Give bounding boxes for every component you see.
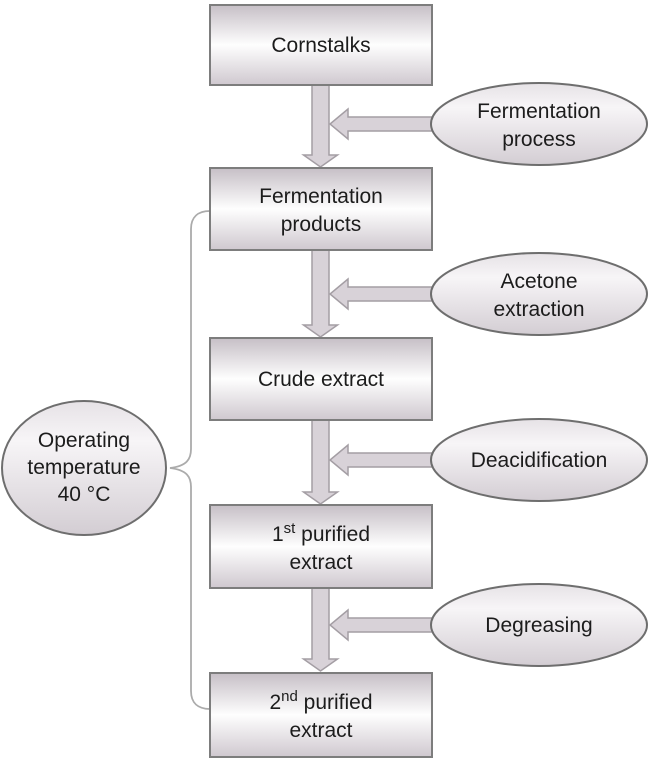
condition-ellipse-operating-temperature: Operating temperature 40 °C <box>1 400 167 536</box>
process-box-cornstalks: Cornstalks <box>209 4 433 86</box>
fermentation-process-ellipse-shape <box>430 82 648 166</box>
flow-arrow-4 <box>301 586 340 672</box>
fermentation-process-label-line1: Fermentation <box>477 100 601 123</box>
fermentation-products-label-line1: Fermentation <box>259 185 383 208</box>
process-box-fermentation-products: Fermentation products <box>209 167 433 251</box>
flow-arrow-1 <box>301 83 340 168</box>
degreasing-label: Degreasing <box>485 614 592 637</box>
input-ellipse-deacidification: Deacidification <box>430 418 648 502</box>
fermentation-products-box-shape <box>209 167 433 251</box>
input-ellipse-degreasing: Degreasing <box>430 583 648 667</box>
fermentation-products-label-line2: products <box>281 213 362 236</box>
operating-temperature-ellipse-shape <box>1 400 167 536</box>
process-box-second-purified-extract: 2nd purified extract <box>209 672 433 758</box>
operating-temperature-label-line2: temperature <box>27 456 140 479</box>
process-box-first-purified-extract: 1st purified extract <box>209 504 433 589</box>
acetone-extraction-label-line2: extraction <box>493 298 584 321</box>
input-arrow-fermentation-process <box>328 107 436 141</box>
acetone-extraction-label-line1: Acetone <box>500 270 577 293</box>
input-ellipse-acetone-extraction: Acetone extraction <box>430 252 648 336</box>
second-purified-extract-label-line1: 2nd purified <box>269 688 372 714</box>
input-arrow-acetone-extraction <box>328 277 436 311</box>
process-box-crude-extract: Crude extract <box>209 337 433 421</box>
deacidification-ellipse-shape <box>430 418 648 502</box>
operating-temperature-label-line1: Operating <box>38 429 130 452</box>
brace-connector <box>169 210 211 710</box>
flow-arrow-3 <box>301 418 340 505</box>
crude-extract-box-shape <box>209 337 433 421</box>
second-purified-extract-label-line2: extract <box>289 719 352 742</box>
cornstalks-box-shape <box>209 4 433 86</box>
cornstalks-label: Cornstalks <box>271 34 370 57</box>
degreasing-ellipse-shape <box>430 583 648 667</box>
deacidification-label: Deacidification <box>471 449 608 472</box>
operating-temperature-label-line3: 40 °C <box>58 483 111 506</box>
second-purified-extract-box-shape <box>209 672 433 758</box>
first-purified-extract-label-line1: 1st purified <box>272 520 370 546</box>
first-purified-extract-box-shape <box>209 504 433 589</box>
acetone-extraction-ellipse-shape <box>430 252 648 336</box>
input-arrow-degreasing <box>328 608 436 642</box>
input-arrow-deacidification <box>328 443 436 477</box>
first-purified-extract-label-line2: extract <box>289 551 352 574</box>
flow-arrow-2 <box>301 248 340 338</box>
input-ellipse-fermentation-process: Fermentation process <box>430 82 648 166</box>
crude-extract-label: Crude extract <box>258 368 384 391</box>
fermentation-process-label-line2: process <box>502 128 576 151</box>
